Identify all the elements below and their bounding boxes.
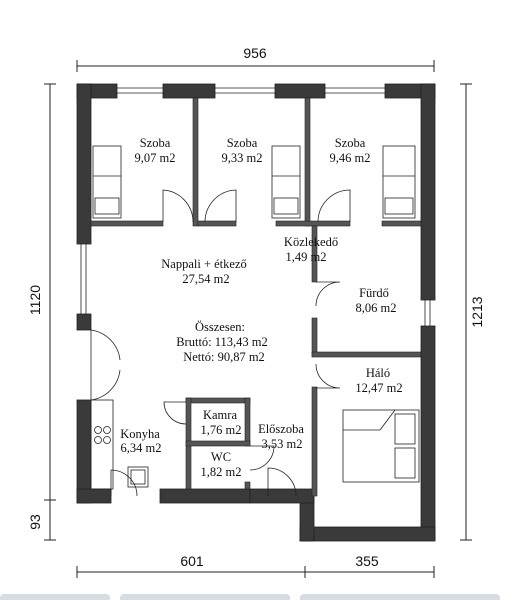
room-halo-area: 12,47 m2	[355, 381, 402, 395]
dim-left-small: 93	[27, 514, 43, 530]
interior-walls	[90, 97, 422, 497]
room-szoba-1-area: 9,07 m2	[135, 151, 176, 165]
dim-left-main: 1120	[27, 285, 43, 315]
totals-gross: Bruttó: 113,43 m2	[176, 335, 268, 349]
room-kozlekedo-name: Közlekedő	[284, 235, 338, 249]
room-szoba-3-area: 9,46 m2	[330, 151, 371, 165]
room-eloszoba-area: 3,53 m2	[262, 437, 303, 451]
room-furdo-name: Fürdő	[359, 286, 389, 300]
dim-right: 1213	[469, 296, 485, 327]
dim-bottom-left: 601	[180, 553, 204, 569]
room-furdo-area: 8,06 m2	[356, 301, 397, 315]
strip-segment	[120, 594, 290, 600]
room-wc-area: 1,82 m2	[201, 465, 242, 479]
dim-top: 956	[243, 45, 267, 61]
room-labels: Szoba 9,07 m2 Szoba 9,33 m2 Szoba 9,46 m…	[120, 136, 402, 479]
exterior-walls	[76, 83, 436, 542]
room-halo-name: Háló	[366, 366, 390, 380]
room-nappali-name: Nappali + étkező	[161, 257, 247, 271]
windows	[80, 87, 431, 326]
totals-title: Összesen:	[195, 320, 245, 334]
room-kozlekedo-area: 1,49 m2	[286, 250, 327, 264]
stove-burner-icon	[94, 426, 102, 434]
room-wc-name: WC	[211, 450, 231, 464]
room-kamra-name: Kamra	[203, 408, 237, 422]
totals-net: Nettó: 90,87 m2	[183, 350, 265, 364]
bottom-strip	[0, 590, 525, 600]
room-szoba-2-area: 9,33 m2	[222, 151, 263, 165]
beds	[92, 145, 420, 483]
room-szoba-2-name: Szoba	[227, 136, 258, 150]
room-nappali-area: 27,54 m2	[182, 272, 229, 286]
room-szoba-3-name: Szoba	[335, 136, 366, 150]
room-konyha-name: Konyha	[120, 427, 160, 441]
stove-burner-icon	[103, 436, 111, 444]
stove-burner-icon	[103, 426, 111, 434]
strip-segment	[300, 594, 500, 600]
double-bed-icon	[342, 409, 420, 483]
room-kamra-area: 1,76 m2	[201, 423, 242, 437]
dim-bottom-right: 355	[355, 553, 379, 569]
strip-segment	[0, 594, 110, 600]
bed-icon	[382, 145, 416, 219]
room-konyha-area: 6,34 m2	[121, 441, 162, 455]
dimension-lines	[44, 60, 472, 578]
stove-burner-icon	[94, 436, 102, 444]
room-eloszoba-name: Előszoba	[258, 422, 304, 436]
door-swings	[90, 189, 351, 497]
kitchen-fixtures	[90, 399, 149, 490]
bed-icon	[92, 145, 122, 219]
bed-icon	[271, 145, 301, 219]
room-szoba-1-name: Szoba	[140, 136, 171, 150]
